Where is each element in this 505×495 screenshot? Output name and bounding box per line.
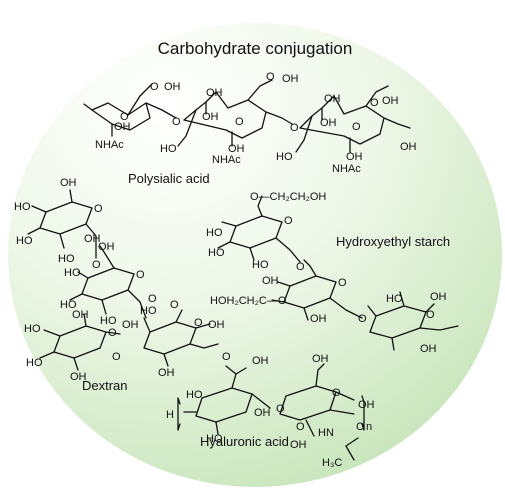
svg-text:O: O (276, 403, 285, 415)
svg-text:OH: OH (98, 241, 115, 253)
svg-text:O: O (92, 259, 101, 271)
svg-text:NHAc: NHAc (95, 139, 124, 151)
svg-text:OH: OH (84, 233, 101, 245)
svg-text:HO: HO (24, 323, 41, 335)
svg-text:O: O (148, 293, 157, 305)
svg-text:OH: OH (290, 439, 307, 451)
svg-text:HO: HO (58, 253, 75, 265)
svg-text:OH: OH (430, 291, 447, 303)
svg-text:OH: OH (358, 399, 375, 411)
svg-text:OH: OH (252, 355, 269, 367)
background-circle (8, 23, 502, 487)
svg-text:OH: OH (122, 319, 139, 331)
svg-text:O: O (358, 313, 367, 325)
svg-text:OH: OH (202, 111, 219, 123)
svg-text:HO: HO (208, 247, 225, 259)
svg-text:OH: OH (346, 151, 363, 163)
svg-text:O: O (94, 203, 103, 215)
svg-text:O: O (150, 81, 159, 93)
svg-text:O: O (284, 215, 293, 227)
svg-text:OH: OH (382, 95, 399, 107)
svg-text:OH: OH (206, 87, 223, 99)
svg-text:O: O (352, 121, 361, 133)
dextran-structure: OH HO HO HO O OH O OH HO HO HO O O OH HO… (14, 177, 225, 393)
dextran-label: Dextran (82, 378, 128, 393)
svg-text:OH: OH (400, 141, 417, 153)
svg-text:HO: HO (160, 143, 177, 155)
svg-text:NHAc: NHAc (332, 163, 361, 175)
svg-text:O: O (170, 299, 179, 311)
svg-text:OH: OH (72, 309, 89, 321)
svg-text:HOH₂CH₂C—O: HOH₂CH₂C—O (210, 295, 287, 307)
svg-text:O: O (332, 387, 341, 399)
svg-text:HO: HO (140, 305, 157, 317)
svg-text:HO: HO (386, 293, 403, 305)
svg-text:HO: HO (60, 299, 77, 311)
svg-text:OH: OH (208, 319, 225, 331)
svg-text:NHAc: NHAc (212, 154, 241, 166)
svg-text:OH: OH (254, 407, 271, 419)
figure-title: Carbohydrate conjugation (158, 39, 353, 58)
svg-text:OH: OH (310, 313, 327, 325)
svg-text:O: O (296, 261, 305, 273)
svg-text:OH: OH (164, 81, 181, 93)
svg-text:OH: OH (70, 371, 87, 383)
svg-text:O: O (235, 116, 244, 128)
hyaluronic-acid-label: Hyaluronic acid (200, 434, 289, 449)
svg-text:HO: HO (64, 267, 81, 279)
svg-text:O: O (266, 71, 275, 83)
svg-text:n: n (366, 421, 372, 433)
svg-text:OH: OH (312, 353, 329, 365)
hyaluronic-acid-structure: H O OH HO HO OH OH O OH O O OH HN O H₃C … (166, 351, 375, 469)
svg-text:O: O (370, 97, 379, 109)
svg-text:H₃C: H₃C (322, 457, 342, 469)
svg-text:HO: HO (206, 433, 223, 445)
svg-text:O: O (290, 122, 299, 134)
svg-text:HO: HO (186, 389, 203, 401)
hydroxyethyl-starch-label: Hydroxyethyl starch (336, 234, 450, 249)
svg-text:O: O (120, 111, 129, 123)
svg-text:O—CH₂CH₂OH: O—CH₂CH₂OH (250, 191, 326, 203)
svg-text:O: O (194, 317, 203, 329)
svg-text:H: H (166, 409, 174, 421)
svg-text:HO: HO (276, 151, 293, 163)
svg-text:O: O (172, 116, 181, 128)
svg-text:HO: HO (252, 259, 269, 271)
svg-text:OH: OH (262, 275, 279, 287)
polysialic-acid-label: Polysialic acid (128, 171, 210, 186)
svg-text:OH: OH (420, 343, 437, 355)
hydroxyethyl-starch-structure: O—CH₂CH₂OH HO HO HO O O OH HOH₂CH₂C—O O … (206, 191, 459, 355)
svg-text:HO: HO (26, 357, 43, 369)
svg-text:HN: HN (318, 427, 334, 439)
svg-text:O: O (222, 351, 231, 363)
svg-text:OH: OH (158, 367, 175, 379)
svg-text:OH: OH (60, 177, 77, 189)
svg-text:HO: HO (14, 201, 31, 213)
svg-text:OH: OH (282, 73, 299, 85)
svg-text:HO: HO (100, 315, 117, 327)
svg-text:HO: HO (16, 235, 33, 247)
svg-text:O: O (356, 421, 365, 433)
svg-text:HO: HO (206, 227, 223, 239)
svg-text:OH: OH (324, 93, 341, 105)
svg-text:O: O (108, 327, 117, 339)
svg-text:OH: OH (114, 121, 131, 133)
svg-text:OH: OH (228, 143, 245, 155)
svg-text:OH: OH (320, 117, 337, 129)
svg-text:O: O (112, 351, 121, 363)
polysialic-acid-structure: O OH O OH NHAc O OH OH HO O OH O OH NHAc… (83, 71, 417, 186)
svg-text:O: O (296, 421, 305, 433)
svg-text:O: O (426, 309, 435, 321)
svg-text:O: O (338, 277, 347, 289)
svg-text:O: O (136, 269, 145, 281)
